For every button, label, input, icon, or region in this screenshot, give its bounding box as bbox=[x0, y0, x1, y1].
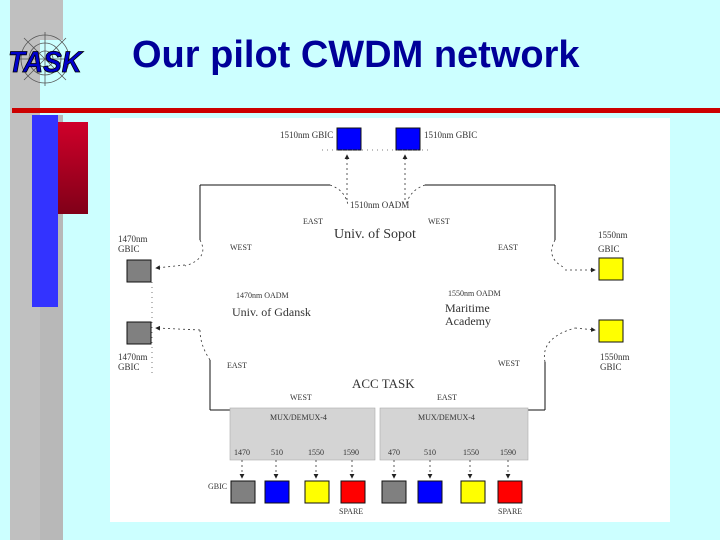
gdansk-gbic-top bbox=[126, 259, 152, 283]
maritime-east-label: EAST bbox=[498, 243, 518, 252]
maritime-gbic-top-label-1: 1550nm bbox=[598, 230, 628, 240]
acc-gbic-yellow-right bbox=[460, 480, 486, 504]
maritime-gbic-bottom-label-2: GBIC bbox=[600, 362, 622, 372]
maritime-arrow-bottom bbox=[574, 327, 596, 332]
mux-right-port-2: 510 bbox=[424, 448, 436, 457]
slide-title: Our pilot CWDM network bbox=[132, 34, 580, 76]
acc-gbic-gray-right bbox=[381, 480, 407, 504]
maritime-curve-top bbox=[551, 239, 566, 269]
acc-gbic-gray-left bbox=[230, 480, 256, 504]
decorative-red-bar bbox=[58, 122, 88, 214]
mux-right-port-4: 1590 bbox=[500, 448, 516, 457]
mux-right-port-1: 470 bbox=[388, 448, 400, 457]
sopot-gbic-right bbox=[395, 127, 421, 151]
sopot-west-label: WEST bbox=[428, 217, 450, 226]
logo-text: TASK bbox=[8, 46, 84, 79]
acc-gbic-red-left bbox=[340, 480, 366, 504]
mux-left-port-3: 1550 bbox=[308, 448, 324, 457]
network-diagram-svg: 1510nm GBIC 1510nm GBIC 1510nm OADM EAST… bbox=[118, 127, 630, 516]
gdansk-arrow-top bbox=[155, 264, 186, 270]
maritime-gbic-top bbox=[598, 257, 624, 281]
maritime-name-2: Academy bbox=[445, 314, 491, 328]
acc-gbic-yellow-left bbox=[304, 480, 330, 504]
acc-gbic-blue-right bbox=[417, 480, 443, 504]
maritime-curve-bottom bbox=[543, 327, 576, 363]
sopot-gbic-left-label: 1510nm GBIC bbox=[280, 130, 333, 140]
maritime-name-1: Maritime bbox=[445, 301, 490, 315]
acc-name: ACC TASK bbox=[352, 376, 415, 391]
maritime-oadm-label: 1550nm OADM bbox=[448, 289, 501, 298]
acc-gbic-red-right bbox=[497, 480, 523, 504]
mux-demux-right bbox=[379, 407, 529, 461]
mux-demux-left bbox=[229, 407, 376, 461]
sopot-name: Univ. of Sopot bbox=[334, 227, 416, 242]
gdansk-west-label: WEST bbox=[230, 243, 252, 252]
title-underline bbox=[12, 108, 720, 113]
gdansk-curve-bottom bbox=[199, 329, 211, 361]
network-diagram: 1510nm GBIC 1510nm GBIC 1510nm OADM EAST… bbox=[110, 118, 670, 522]
sopot-oadm-label: 1510nm OADM bbox=[350, 200, 409, 210]
gdansk-east-label: EAST bbox=[227, 361, 247, 370]
gdansk-name: Univ. of Gdansk bbox=[232, 305, 311, 319]
gdansk-gbic-bottom-label-1: 1470nm bbox=[118, 352, 148, 362]
maritime-gbic-bottom bbox=[598, 319, 624, 343]
gdansk-gbic-top-label-1: 1470nm bbox=[118, 234, 148, 244]
decorative-gray-bar-top bbox=[40, 0, 63, 40]
mux-left-label: MUX/DEMUX-4 bbox=[270, 413, 327, 422]
sopot-curve-right bbox=[405, 184, 426, 206]
mux-right-port-3: 1550 bbox=[463, 448, 479, 457]
gdansk-gbic-bottom-label-2: GBIC bbox=[118, 362, 140, 372]
sopot-east-label: EAST bbox=[303, 217, 323, 226]
sopot-gbic-left bbox=[336, 127, 362, 151]
gdansk-gbic-bottom bbox=[126, 321, 152, 345]
gdansk-arrow-bottom bbox=[155, 325, 201, 331]
mux-left-port-2: 510 bbox=[271, 448, 283, 457]
sopot-gbic-right-label: 1510nm GBIC bbox=[424, 130, 477, 140]
sopot-curve-left bbox=[329, 184, 349, 206]
acc-spare-left: SPARE bbox=[339, 507, 363, 516]
acc-gbic-label: GBIC bbox=[208, 482, 227, 491]
decorative-blue-bar bbox=[32, 115, 58, 307]
maritime-west-label: WEST bbox=[498, 359, 520, 368]
mux-left-port-1: 1470 bbox=[234, 448, 250, 457]
mux-left-port-4: 1590 bbox=[343, 448, 359, 457]
acc-west-label: WEST bbox=[290, 393, 312, 402]
mux-right-label: MUX/DEMUX-4 bbox=[418, 413, 475, 422]
gdansk-oadm-label: 1470nm OADM bbox=[236, 291, 289, 300]
acc-gbic-blue-left bbox=[264, 480, 290, 504]
task-logo: TASK bbox=[8, 32, 85, 86]
gdansk-curve-top bbox=[184, 239, 204, 267]
acc-spare-right: SPARE bbox=[498, 507, 522, 516]
gdansk-gbic-top-label-2: GBIC bbox=[118, 244, 140, 254]
maritime-gbic-bottom-label-1: 1550nm bbox=[600, 352, 630, 362]
maritime-gbic-top-label-2: GBIC bbox=[598, 244, 620, 254]
acc-east-label: EAST bbox=[437, 393, 457, 402]
